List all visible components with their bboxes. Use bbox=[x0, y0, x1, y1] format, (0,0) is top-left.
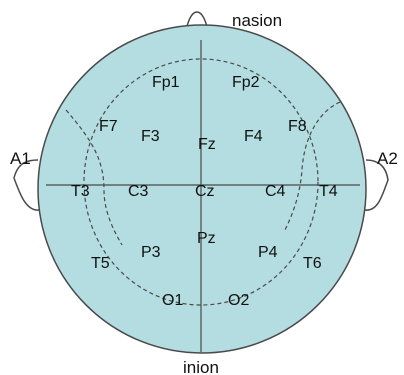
electrode-fp2: Fp2 bbox=[232, 74, 260, 91]
electrode-o1: O1 bbox=[162, 292, 183, 309]
electrode-c3: C3 bbox=[128, 183, 149, 200]
a2-label: A2 bbox=[377, 149, 398, 168]
electrode-f8: F8 bbox=[288, 118, 307, 135]
electrode-p4: P4 bbox=[258, 244, 278, 261]
electrode-p3: P3 bbox=[141, 244, 161, 261]
left-ear-outline bbox=[13, 159, 41, 211]
electrode-t4: T4 bbox=[319, 183, 338, 200]
electrode-o2: O2 bbox=[228, 292, 249, 309]
electrode-t6: T6 bbox=[303, 255, 322, 272]
electrode-t5: T5 bbox=[91, 255, 110, 272]
electrode-f4: F4 bbox=[244, 128, 263, 145]
electrode-t3: T3 bbox=[71, 183, 90, 200]
electrode-pz: Pz bbox=[197, 230, 216, 247]
inner-dashed-ring bbox=[83, 58, 319, 306]
left-temporal-arc bbox=[65, 109, 123, 246]
right-ear-outline bbox=[363, 159, 389, 211]
inion-label: inion bbox=[183, 358, 219, 375]
electrode-fp1: Fp1 bbox=[152, 74, 180, 91]
a1-label: A1 bbox=[10, 149, 31, 168]
head-circle bbox=[37, 24, 367, 354]
right-temporal-arc bbox=[283, 101, 341, 233]
nasion-label: nasion bbox=[232, 11, 282, 30]
electrode-fz: Fz bbox=[198, 136, 216, 153]
electrode-f7: F7 bbox=[99, 118, 118, 135]
electrode-c4: C4 bbox=[265, 183, 286, 200]
electrode-f3: F3 bbox=[141, 128, 160, 145]
electrode-cz: Cz bbox=[195, 183, 215, 200]
